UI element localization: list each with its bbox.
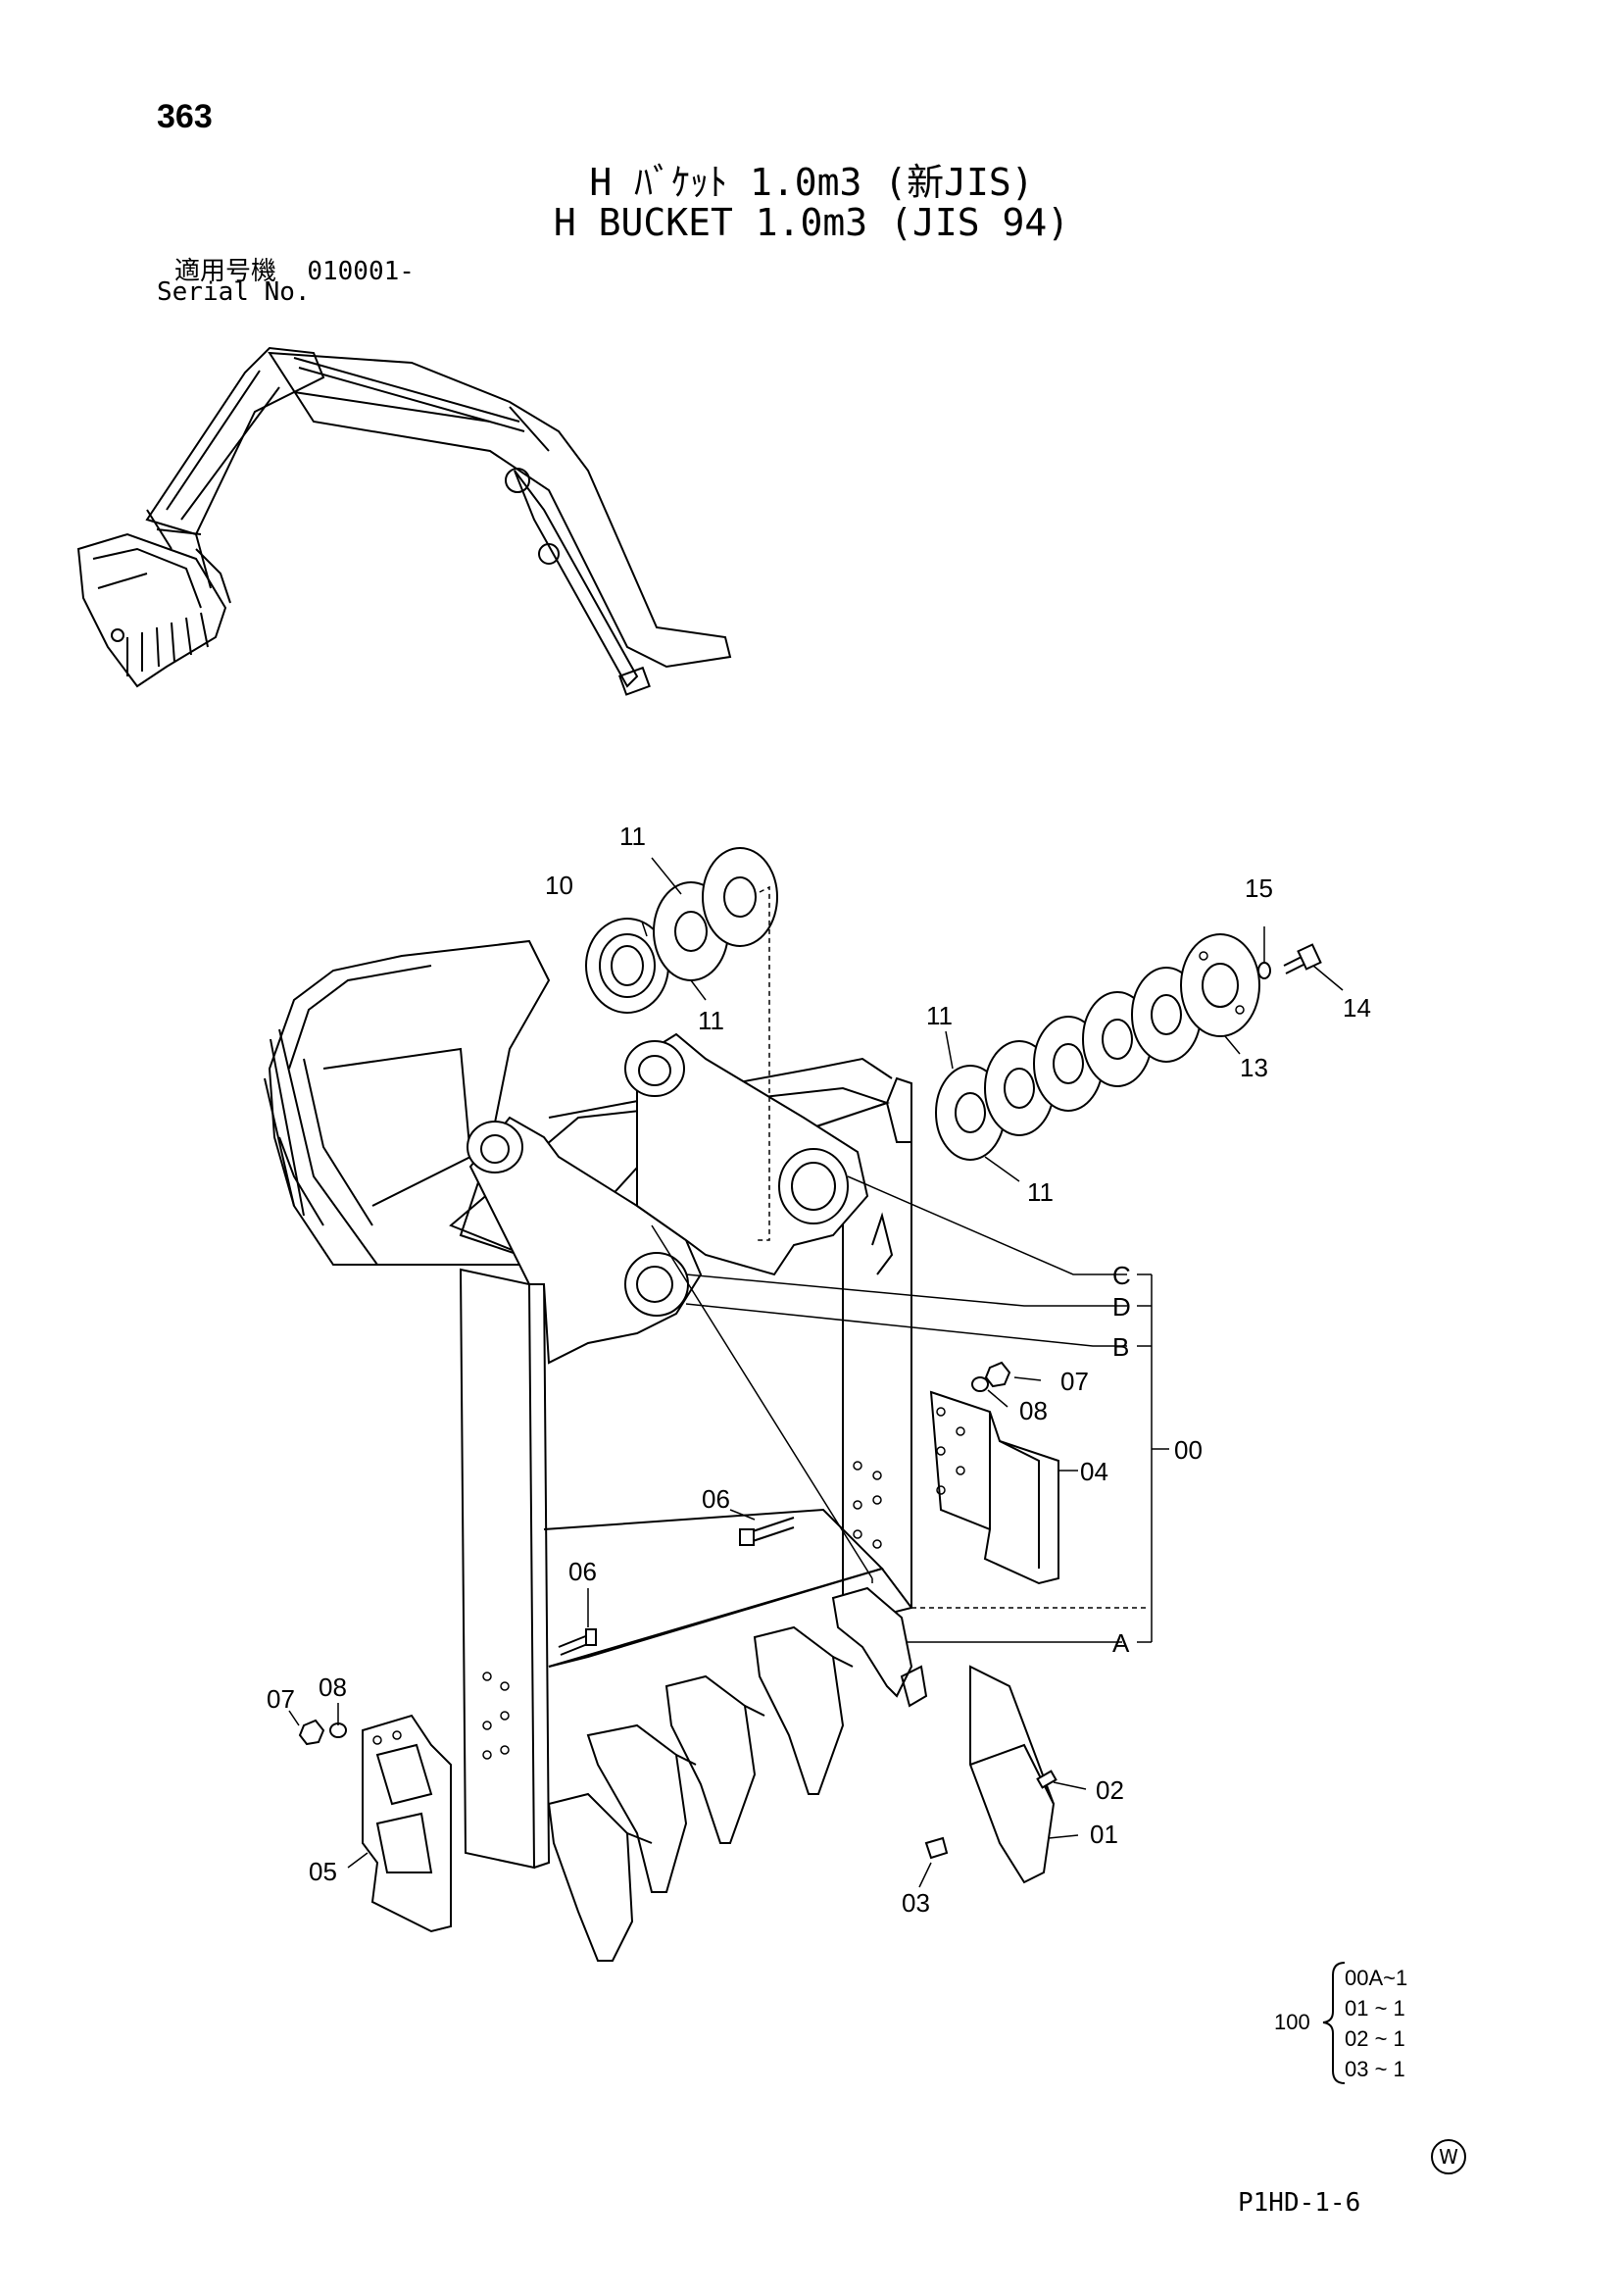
callout-labels: 11 10 11 15 14 13 11 11 C D B 07 08 04 0… bbox=[267, 822, 1371, 1918]
callout-B: B bbox=[1112, 1332, 1129, 1362]
callout-05: 05 bbox=[309, 1857, 337, 1886]
title-english: H BUCKET 1.0m3 (JIS 94) bbox=[553, 201, 1070, 244]
quantity-bracket bbox=[1322, 1962, 1346, 2084]
callout-08-right: 08 bbox=[1019, 1396, 1048, 1425]
callout-A: A bbox=[1112, 1628, 1130, 1658]
callout-11-top: 11 bbox=[619, 822, 646, 851]
callout-04: 04 bbox=[1080, 1457, 1108, 1486]
callout-10: 10 bbox=[545, 871, 573, 900]
callout-06-center: 06 bbox=[702, 1484, 730, 1514]
callout-01: 01 bbox=[1090, 1820, 1118, 1849]
quantity-group-label: 100 bbox=[1274, 2010, 1310, 2034]
excavator-overview-illustration bbox=[76, 346, 732, 696]
watermark-icon: W bbox=[1431, 2139, 1466, 2174]
callout-11-right-top: 11 bbox=[926, 1001, 953, 1030]
page-number: 363 bbox=[157, 98, 213, 135]
callout-14: 14 bbox=[1343, 993, 1371, 1023]
serial-value: 010001- bbox=[307, 257, 415, 286]
callout-03: 03 bbox=[902, 1888, 930, 1918]
callout-06-left: 06 bbox=[568, 1557, 597, 1586]
callout-00: 00 bbox=[1174, 1435, 1203, 1465]
callout-02: 02 bbox=[1096, 1775, 1124, 1805]
serial-label-jp: 適用号機 bbox=[174, 257, 277, 286]
callout-15: 15 bbox=[1245, 873, 1273, 903]
callout-07-right: 07 bbox=[1060, 1367, 1089, 1396]
leader-lines bbox=[288, 857, 1344, 1888]
quantity-row: 03 ~ 1 bbox=[1345, 2057, 1405, 2081]
serial-line-jp: 適用号機 010001- bbox=[174, 251, 415, 287]
callout-D: D bbox=[1112, 1292, 1131, 1322]
callout-07-left: 07 bbox=[267, 1684, 295, 1714]
quantity-row: 00A~1 bbox=[1345, 1966, 1408, 1990]
callout-11-upper: 11 bbox=[698, 1006, 724, 1035]
quantity-row: 01 ~ 1 bbox=[1345, 1996, 1405, 2021]
drawing-code: P1HD-1-6 bbox=[1238, 2188, 1361, 2218]
callout-C: C bbox=[1112, 1261, 1131, 1290]
quantity-row: 02 ~ 1 bbox=[1345, 2026, 1405, 2051]
callout-13: 13 bbox=[1240, 1053, 1268, 1082]
bucket-assembly-illustration bbox=[264, 847, 1322, 1962]
serial-label-en: Serial No. bbox=[157, 277, 311, 307]
title-japanese: H ﾊﾞｹｯﾄ 1.0m3 (新JIS) bbox=[589, 161, 1034, 204]
callout-11-right-bottom: 11 bbox=[1027, 1177, 1054, 1207]
callout-08-left: 08 bbox=[319, 1672, 347, 1702]
